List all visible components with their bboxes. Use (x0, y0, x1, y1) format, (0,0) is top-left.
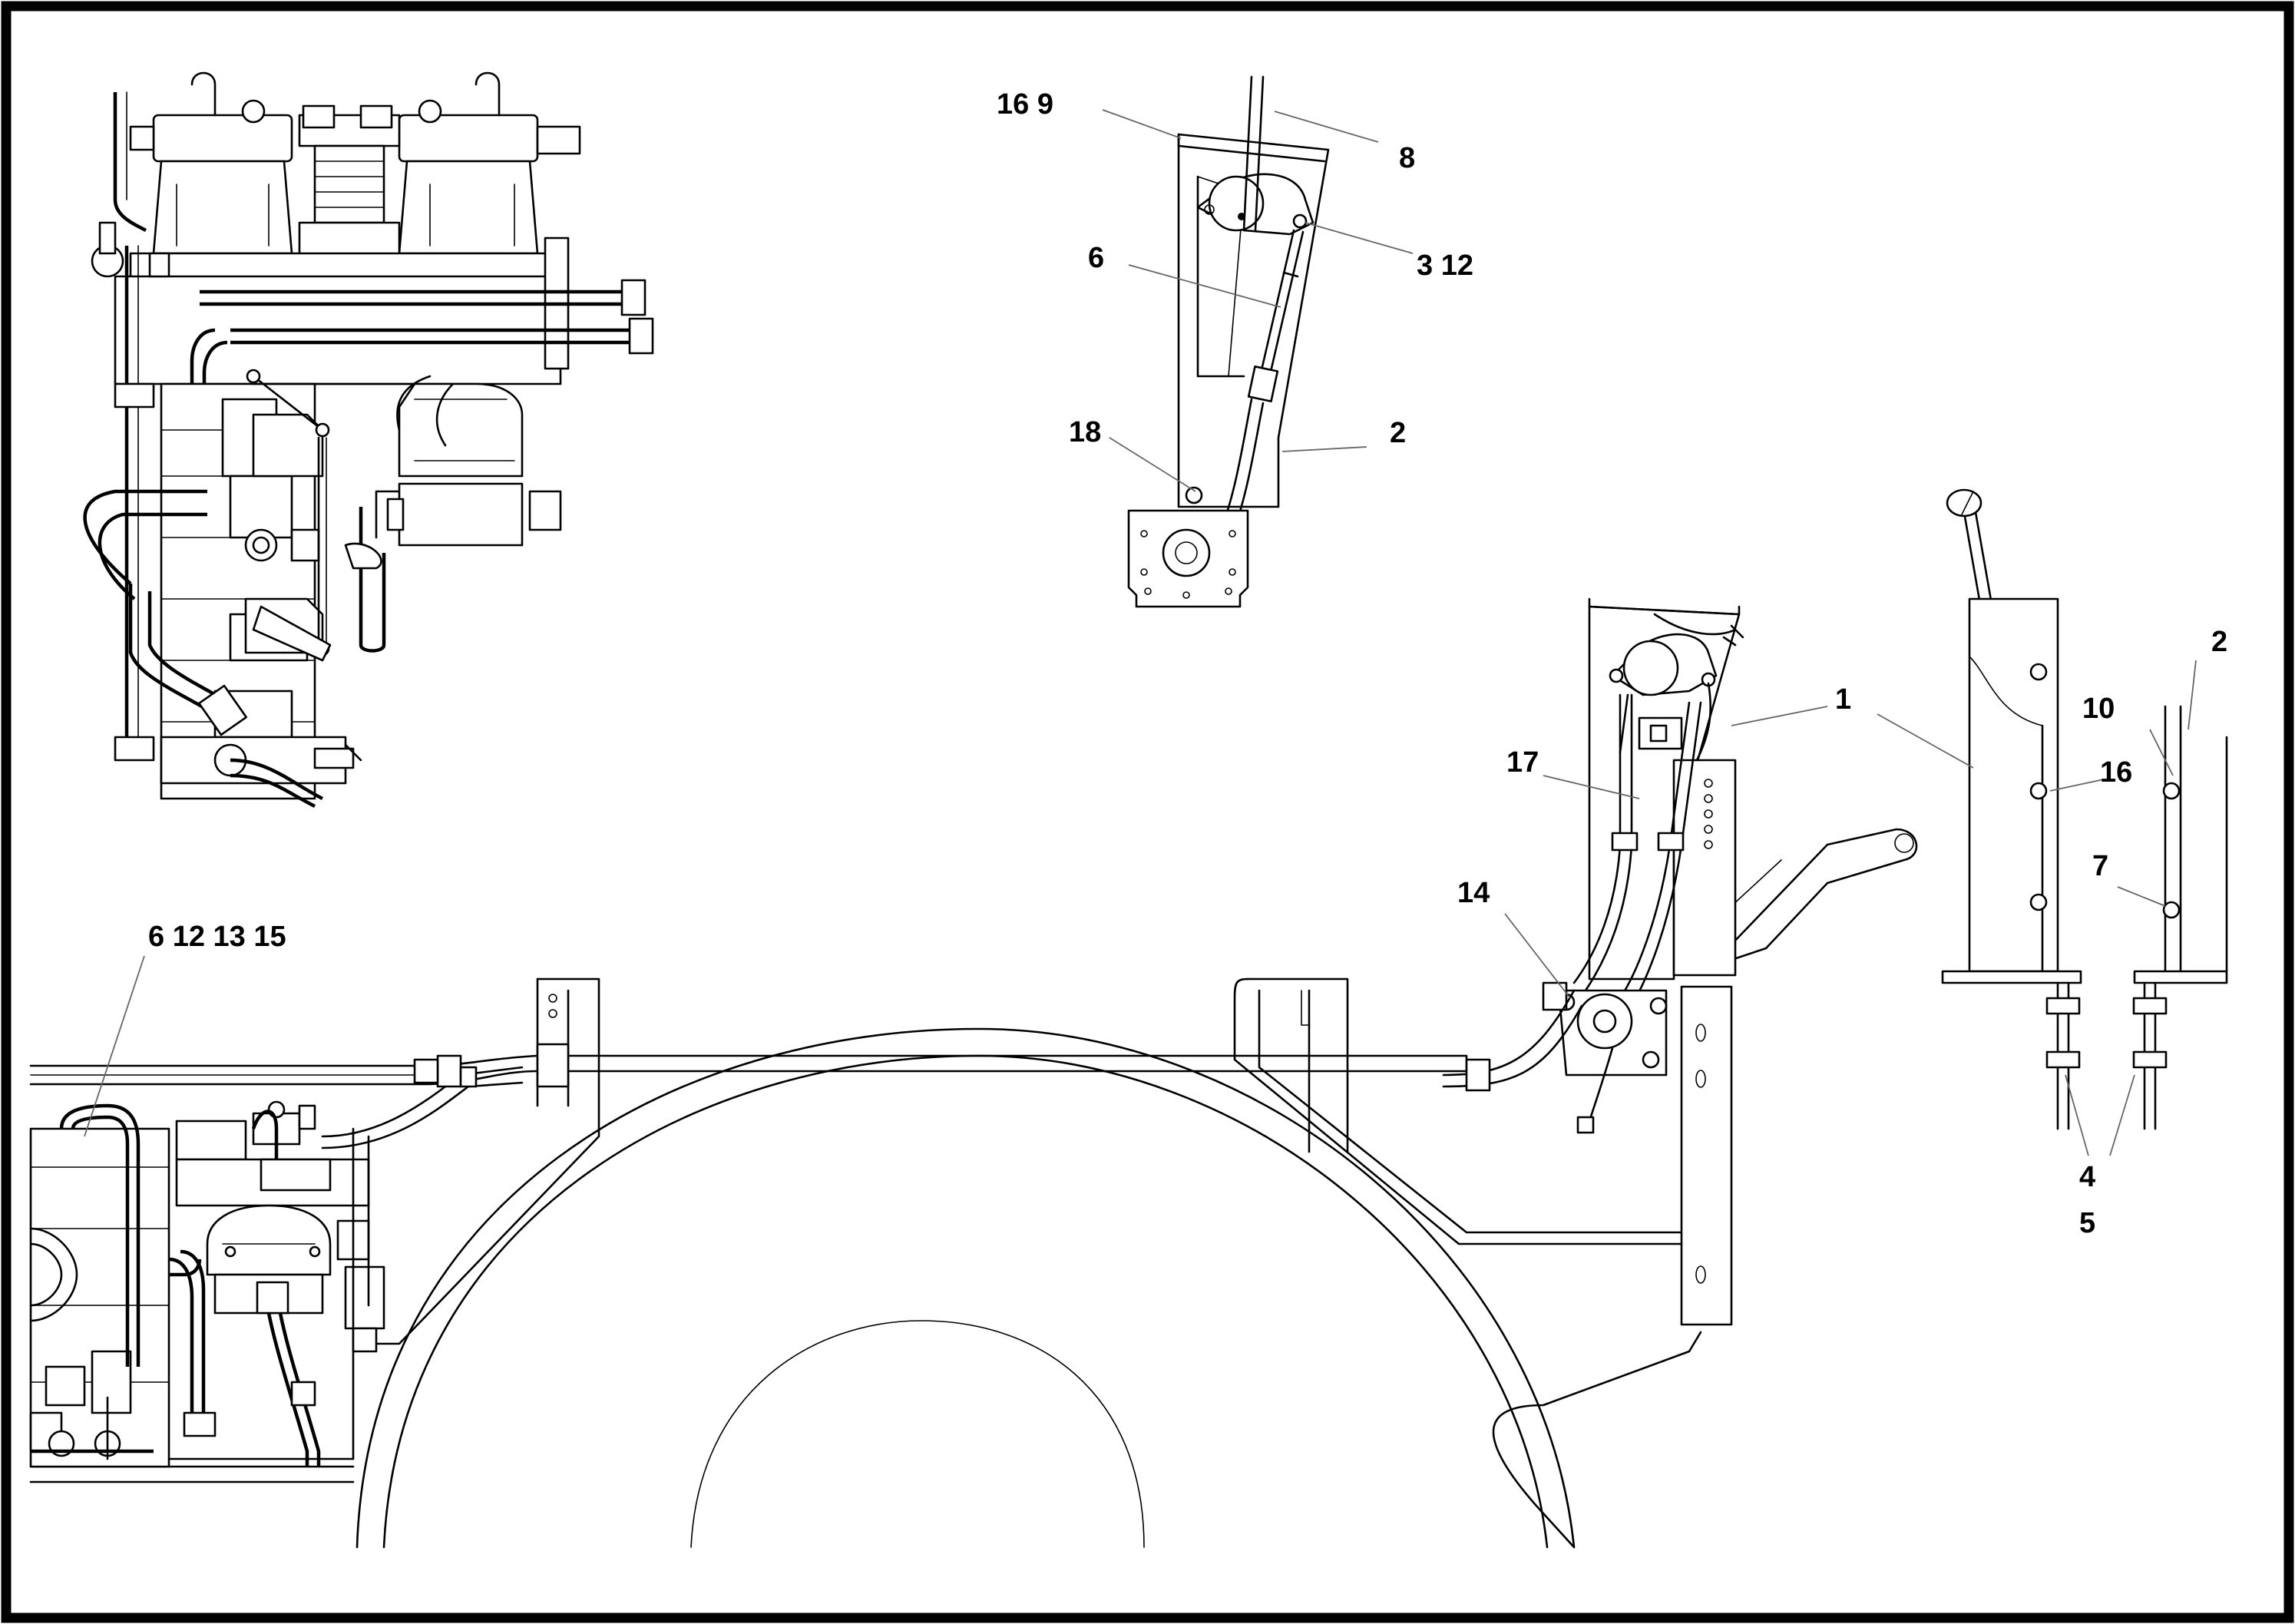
callout-10: 10 (2082, 693, 2115, 725)
callout-18: 18 (1069, 416, 1101, 448)
callout-5: 5 (2079, 1207, 2095, 1239)
callout-2-right: 2 (2211, 626, 2227, 658)
callout-16-right: 16 (2100, 756, 2132, 789)
callout-7: 7 (2092, 850, 2108, 882)
callout-17: 17 (1506, 746, 1539, 779)
callout-6-12-13-15: 6 12 13 15 (148, 921, 286, 953)
callout-3-12: 3 12 (1417, 250, 1473, 282)
callout-16-9: 16 9 (997, 88, 1053, 121)
callout-8: 8 (1399, 142, 1415, 174)
hydraulic-pump-assembly-top (83, 71, 654, 809)
callout-4: 4 (2079, 1161, 2095, 1193)
leader-lines (84, 109, 2197, 1156)
wheel-assembly (355, 1027, 1702, 1549)
callout-2-top: 2 (1390, 417, 1406, 449)
hydraulic-pump-assembly-bottom (29, 1054, 524, 1468)
callout-labels: 16 9 8 3 12 6 18 2 1 17 14 6 12 13 15 2 … (148, 88, 2227, 1239)
main-frame-rail (29, 828, 1918, 1483)
side-plate-detail (1941, 597, 2228, 1130)
lever-bracket-assembly (1442, 488, 2002, 1134)
callout-6-top: 6 (1088, 242, 1104, 274)
control-lever-bracket-detail (1127, 75, 1330, 608)
callout-1: 1 (1835, 683, 1851, 716)
callout-14: 14 (1457, 877, 1490, 909)
